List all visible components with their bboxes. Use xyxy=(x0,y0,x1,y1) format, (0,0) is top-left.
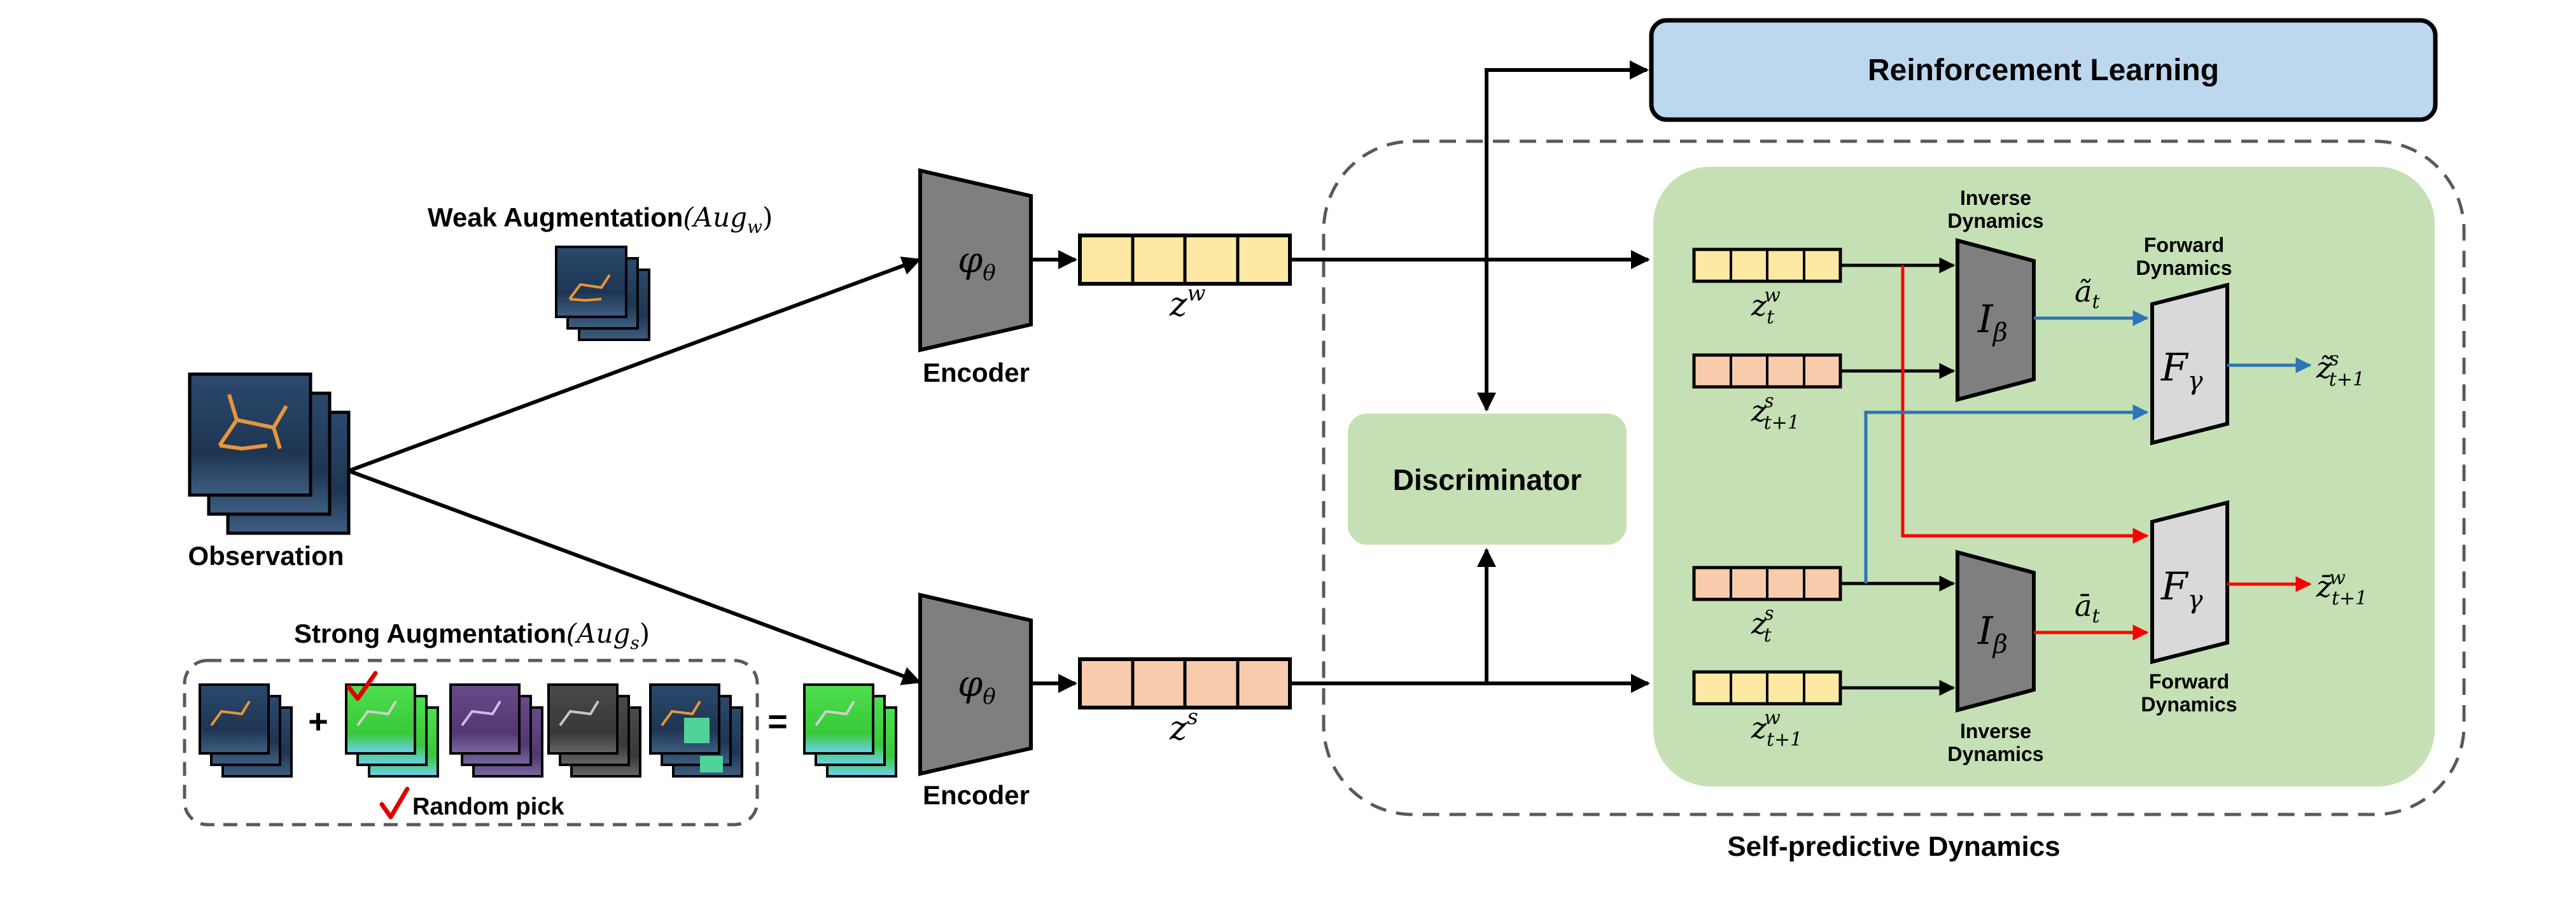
strong-aug-result-stack xyxy=(803,683,897,778)
latent-zw xyxy=(1078,234,1292,286)
reinforcement-learning-box xyxy=(1649,18,2438,122)
obs-to-weak-encoder-arrow xyxy=(347,256,921,473)
discriminator-box xyxy=(1348,414,1627,545)
random-pick-checkmark-icon xyxy=(379,786,410,820)
to-rl-arrow xyxy=(1485,60,1649,407)
inverse-dynamics-top-symbol: Iβ xyxy=(1977,297,2008,347)
latent-zw-t xyxy=(1692,248,1842,283)
encoder-strong-label: Encoder xyxy=(923,780,1030,810)
strong-aug-option-cutout xyxy=(649,683,743,778)
latent-zs-t xyxy=(1692,566,1842,601)
self-predictive-region xyxy=(1322,139,2466,816)
equals-sign: = xyxy=(767,702,788,741)
a-bar-label: āt xyxy=(2075,589,2100,627)
strong-aug-label: Strong Augmentation(Augs) xyxy=(294,618,650,653)
red-zw-t-to-forward-bottom-arrow xyxy=(1901,265,2149,544)
reinforcement-learning-label: Reinforcement Learning xyxy=(1868,53,2219,87)
inverse-dynamics-bottom xyxy=(1956,550,2036,713)
random-pick-label: Random pick xyxy=(412,793,564,820)
latent-zs-label: zs xyxy=(1169,704,1198,748)
encoder-weak-symbol: φθ xyxy=(958,240,996,286)
encoder-strong xyxy=(918,592,1033,776)
forward-dynamics-top-symbol: Fγ xyxy=(2160,346,2203,396)
obs-to-strong-encoder-arrow xyxy=(347,469,921,685)
encoder-strong-symbol: φθ xyxy=(958,664,996,709)
observation-label: Observation xyxy=(188,541,344,571)
a-tilde-label: ãt xyxy=(2075,274,2100,313)
strong-aug-option-green xyxy=(345,683,439,778)
strong-aug-option-purple xyxy=(449,683,543,778)
dynamics-panel xyxy=(1653,167,2435,786)
inverse-dynamics-top xyxy=(1956,238,2036,402)
inverse-dynamics-bottom-symbol: Iβ xyxy=(1977,609,2008,659)
latent-zw-t1 xyxy=(1692,670,1842,706)
latent-zw-label: zw xyxy=(1169,281,1206,324)
strong-aug-region xyxy=(183,659,759,827)
forward-dynamics-bottom-symbol: Fγ xyxy=(2160,564,2203,615)
plus-sign: + xyxy=(308,702,328,741)
encoder-weak xyxy=(918,168,1033,353)
strong-aug-option-gray xyxy=(547,683,641,778)
self-predictive-label: Self-predictive Dynamics xyxy=(1727,831,2060,862)
latent-zs xyxy=(1078,657,1292,709)
forward-dynamics-bottom xyxy=(2150,500,2229,664)
strong-aug-original-stack xyxy=(199,683,293,778)
weak-aug-label: Weak Augmentation(Augw) xyxy=(428,202,773,237)
latent-zs-t1 xyxy=(1692,353,1842,389)
weak-aug-image-stack xyxy=(555,246,650,341)
selected-checkmark-icon xyxy=(346,671,378,701)
observation-image-stack xyxy=(188,372,351,535)
discriminator-label: Discriminator xyxy=(1393,463,1582,496)
forward-dynamics-top xyxy=(2150,283,2229,445)
blue-zs-t-to-forward-top-arrow xyxy=(1864,404,2149,583)
encoder-weak-label: Encoder xyxy=(923,358,1030,388)
